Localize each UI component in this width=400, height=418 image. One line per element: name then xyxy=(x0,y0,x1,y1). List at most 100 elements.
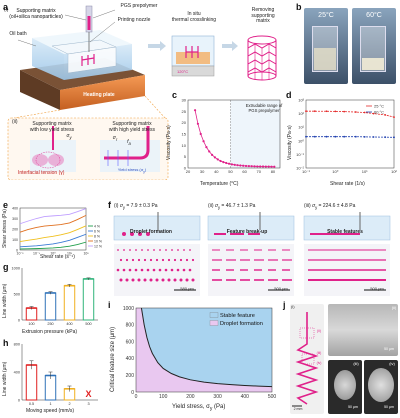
y-tick-label: 400 xyxy=(12,207,18,211)
schematic-droplet xyxy=(113,212,201,241)
data-point xyxy=(225,161,228,165)
scale-j-iii: 50 μm xyxy=(348,405,358,409)
data-point xyxy=(325,110,328,113)
panel-a: 120°C Supporting matrix (oil+silica nano… xyxy=(0,0,290,181)
sem-j-ii: (ii) 50 μm xyxy=(328,304,398,356)
extrudable-region xyxy=(230,100,280,168)
y-tick-label: 10¹ xyxy=(298,125,304,130)
data-point xyxy=(343,110,346,113)
bar xyxy=(63,285,76,321)
data-point xyxy=(210,153,214,156)
droplet xyxy=(183,249,185,251)
scale-j-ii: 50 μm xyxy=(384,347,394,351)
data-point xyxy=(193,109,197,112)
droplet xyxy=(155,278,159,282)
droplet xyxy=(167,278,171,282)
droplet xyxy=(143,278,147,282)
data-point xyxy=(247,164,250,168)
label-removing: Removing supporting matrix xyxy=(251,7,275,24)
droplet xyxy=(173,258,177,262)
label-temp-25: 25°C xyxy=(318,12,334,19)
scale-f-ii: 500 μm xyxy=(274,286,288,291)
data-point xyxy=(259,165,262,168)
x-tick-label: 100 xyxy=(159,394,168,400)
data-point xyxy=(239,164,242,167)
droplet xyxy=(185,258,189,262)
x-tick-label: 10⁰ xyxy=(332,169,338,174)
droplet xyxy=(131,278,135,282)
panel-a-illustration: 120°C xyxy=(7,5,277,181)
caption-stable: Stable features xyxy=(327,229,363,235)
data-point xyxy=(227,162,231,165)
data-point xyxy=(250,165,253,168)
series-line xyxy=(19,225,87,243)
x-tick-label: 400 xyxy=(241,394,250,400)
legend-label: Stable feature xyxy=(220,313,255,319)
label-j-ii: (ii) xyxy=(391,305,397,310)
y-tick-label: 20 xyxy=(182,120,187,125)
label-a-i: (i) xyxy=(4,7,9,13)
data-point xyxy=(363,135,366,138)
legend-label: 12 % xyxy=(94,244,102,248)
chart-g-xlabel: Extrusion pressure (kPa) xyxy=(22,329,78,335)
lattice-tube xyxy=(247,35,277,81)
droplet xyxy=(153,249,155,251)
droplet xyxy=(116,268,120,272)
x-tick-label: 70 xyxy=(257,169,262,174)
y-tick-label: 800 xyxy=(14,343,20,347)
data-point xyxy=(334,135,337,138)
data-point xyxy=(270,165,273,168)
y-tick-label: 10 xyxy=(182,143,187,148)
droplet xyxy=(149,258,153,262)
droplet xyxy=(125,278,129,282)
label-j-i: (i) xyxy=(291,304,295,309)
y-tick-label: 0 xyxy=(131,390,134,396)
x-tick-label: 200 xyxy=(186,394,195,400)
data-point xyxy=(372,112,375,115)
x-tick-label: 30 xyxy=(200,169,205,174)
label-j-ann-iv: (iv) xyxy=(316,361,322,365)
failed-marker: X xyxy=(85,389,91,399)
panel-f-schematics xyxy=(113,212,391,241)
plot-frame xyxy=(305,99,395,169)
scale-j-iv: 50 μm xyxy=(384,405,394,409)
y-tick-label: 10² xyxy=(298,111,304,116)
x-tick-label: 10⁻¹ xyxy=(302,169,311,174)
droplet xyxy=(191,278,195,282)
droplet xyxy=(182,268,186,272)
droplet xyxy=(159,249,161,251)
bar xyxy=(82,278,95,321)
caption-droplet: Droplet formation xyxy=(130,229,172,235)
y-tick-label: 0 xyxy=(18,399,20,403)
series-line xyxy=(19,241,87,250)
x-tick-label: 10⁻² xyxy=(17,252,25,256)
x-tick-label: 60 xyxy=(242,169,247,174)
y-tick-label: 1000 xyxy=(12,267,20,271)
y-tick-label: 100 xyxy=(12,238,18,242)
caption-breakup: Feature break-up xyxy=(226,229,268,235)
panel-label-f: f xyxy=(108,200,111,210)
legend-label: 8 % xyxy=(94,234,100,238)
y-tick-label: 10³ xyxy=(298,98,304,103)
data-point xyxy=(313,135,316,138)
droplet xyxy=(167,258,171,262)
droplet xyxy=(165,249,167,251)
droplet xyxy=(161,258,165,262)
droplet xyxy=(122,268,126,272)
y-tick-label: 300 xyxy=(12,217,18,221)
droplet xyxy=(152,268,156,272)
x-tick-label: 400 xyxy=(66,322,72,326)
droplet xyxy=(191,258,195,262)
bar xyxy=(25,364,38,401)
heating-plate xyxy=(60,75,145,110)
x-tick-label: 10¹ xyxy=(362,169,368,174)
x-tick-label: 80 xyxy=(271,169,276,174)
droplet xyxy=(177,249,179,251)
x-tick-label: 40 xyxy=(214,169,219,174)
data-point xyxy=(325,135,328,138)
x-tick-label: 250 xyxy=(47,322,53,326)
bar xyxy=(44,292,57,321)
data-point xyxy=(393,136,395,139)
label-extrudable-range: Extrudable range of PGS prepolymer xyxy=(245,103,283,113)
